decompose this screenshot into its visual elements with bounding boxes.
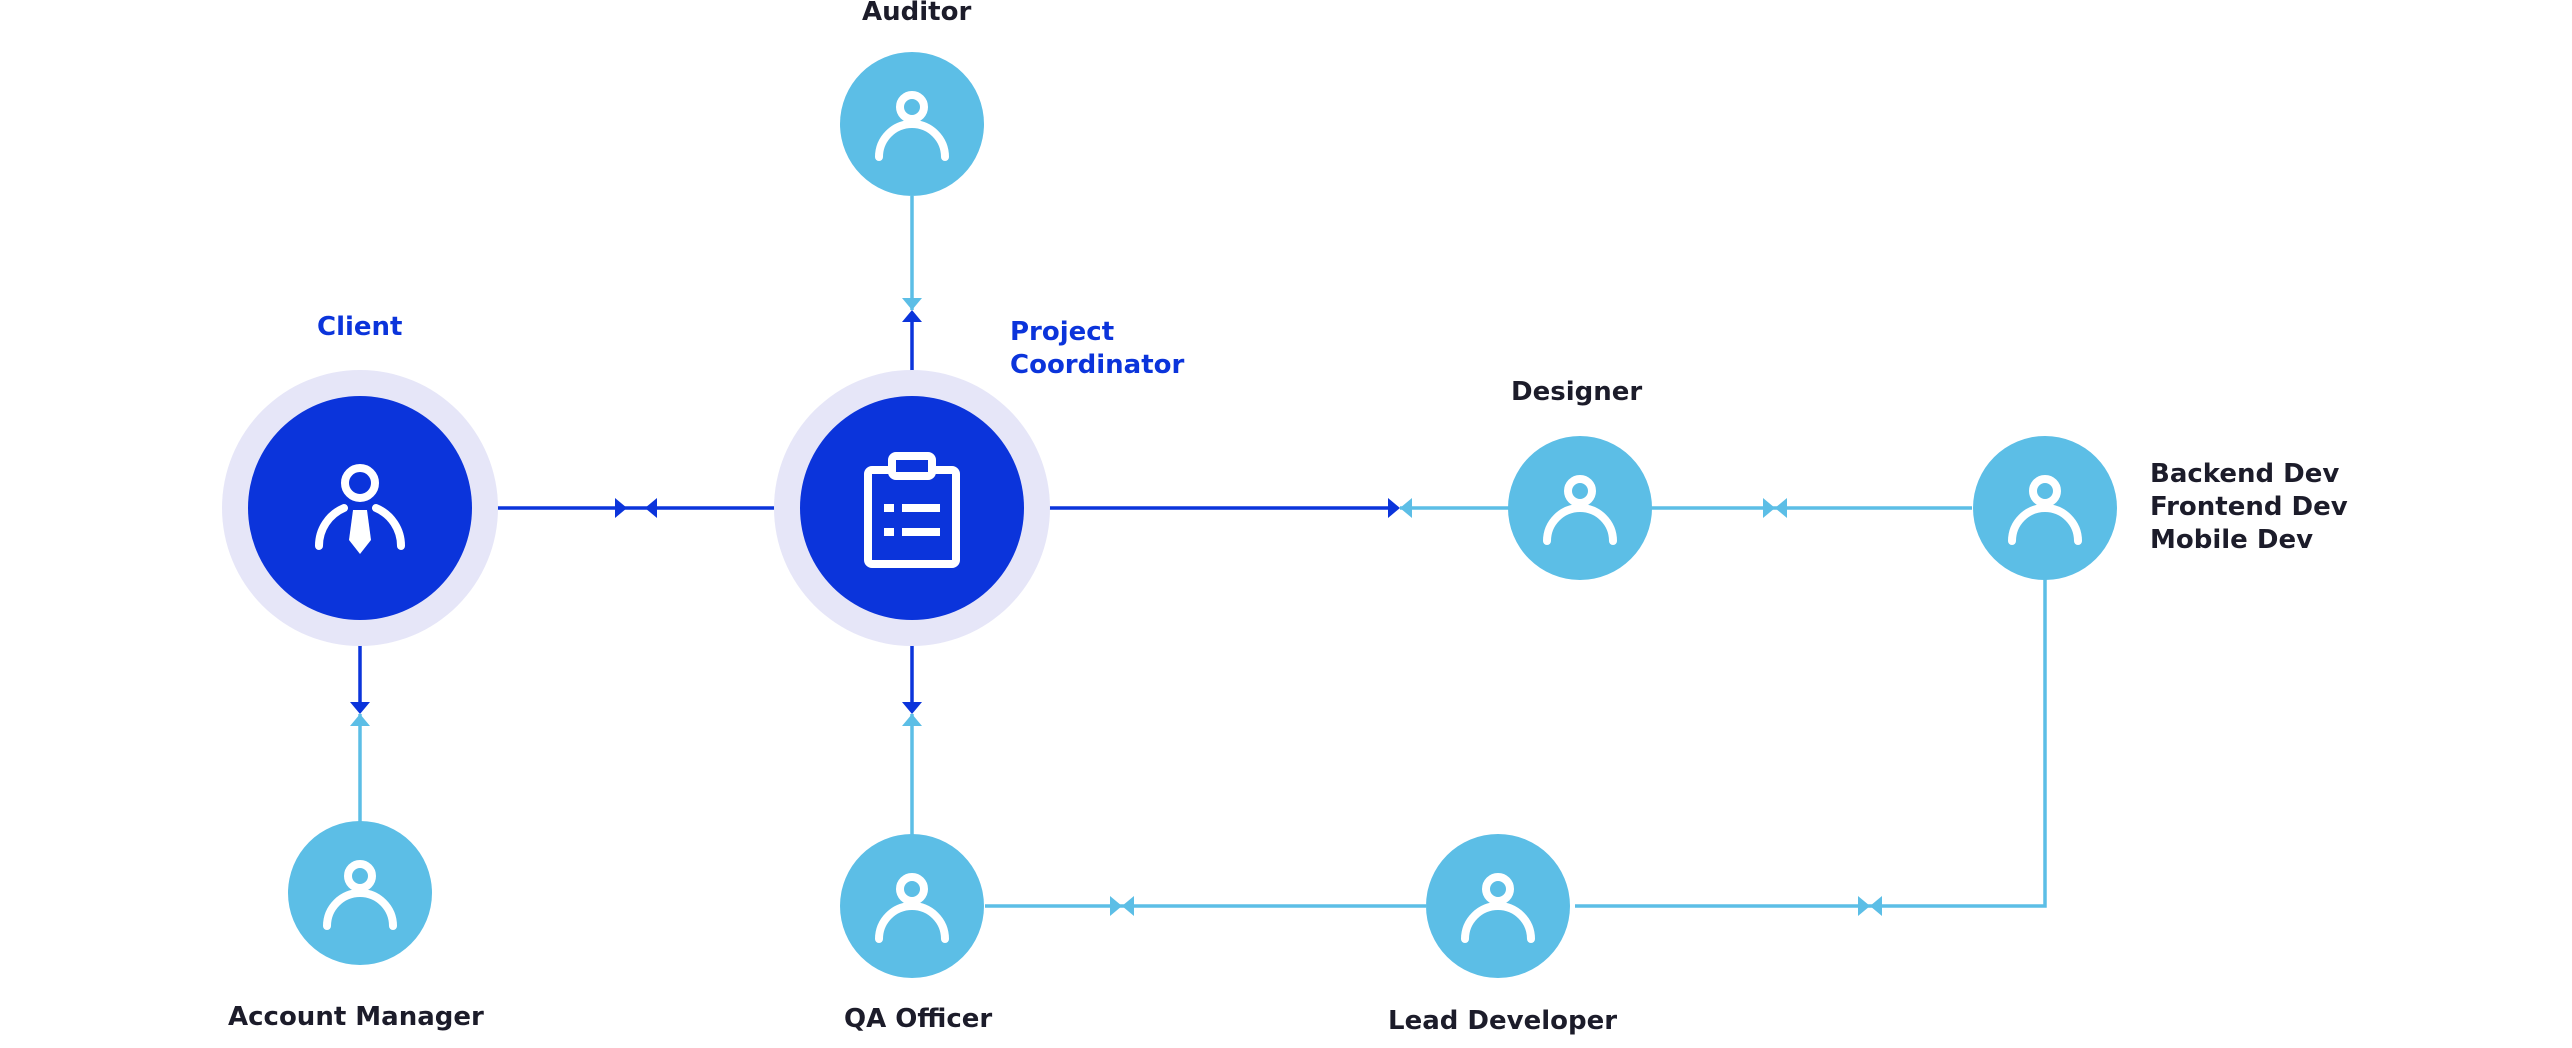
node-lead-developer[interactable] [1426, 834, 1570, 978]
client-label: Client [317, 312, 403, 342]
developers-label-line2: Frontend Dev [2150, 492, 2348, 522]
connector-developers-lead-developer [1575, 578, 2047, 908]
arrowhead-left [1400, 498, 1412, 518]
node-designer[interactable] [1508, 436, 1652, 580]
arrowhead-up [902, 714, 922, 726]
arrowhead-right [1858, 896, 1870, 916]
arrowhead-up [350, 714, 370, 726]
arrowhead-right [1763, 498, 1775, 518]
node-qa-officer[interactable] [840, 834, 984, 978]
arrowhead-up [902, 310, 922, 322]
arrowhead-right [1110, 896, 1122, 916]
arrowhead-right [615, 498, 627, 518]
arrowhead-right [1388, 498, 1400, 518]
lead-developer-label: Lead Developer [1388, 1006, 1618, 1036]
project-coordinator-label-line1: Project [1010, 317, 1115, 347]
developers-label-line3: Mobile Dev [2150, 525, 2314, 555]
connectors-secondary [358, 196, 2047, 908]
arrowhead-left [645, 498, 657, 518]
arrowhead-down [902, 702, 922, 714]
client-circle [248, 396, 472, 620]
arrowheads-primary [350, 310, 1400, 714]
arrowhead-down [902, 298, 922, 310]
clipboard-icon [864, 452, 960, 568]
arrowheads-secondary [350, 298, 1882, 916]
node-auditor[interactable] [840, 52, 984, 196]
qa-officer-label: QA Officer [844, 1004, 993, 1034]
developers-label-line1: Backend Dev [2150, 459, 2340, 489]
account-manager-label: Account Manager [228, 1002, 484, 1032]
auditor-label: Auditor [862, 0, 972, 27]
arrowhead-down [350, 702, 370, 714]
node-client[interactable] [222, 370, 498, 646]
arrowhead-left [1775, 498, 1787, 518]
arrowhead-left [1122, 896, 1134, 916]
node-account-manager[interactable] [288, 821, 432, 965]
node-project-coordinator[interactable] [774, 370, 1050, 646]
designer-label: Designer [1511, 377, 1643, 407]
arrowhead-left [1870, 896, 1882, 916]
project-coordinator-label-line2: Coordinator [1010, 350, 1185, 380]
person-with-tie-icon [314, 464, 406, 554]
node-developers[interactable] [1973, 436, 2117, 580]
